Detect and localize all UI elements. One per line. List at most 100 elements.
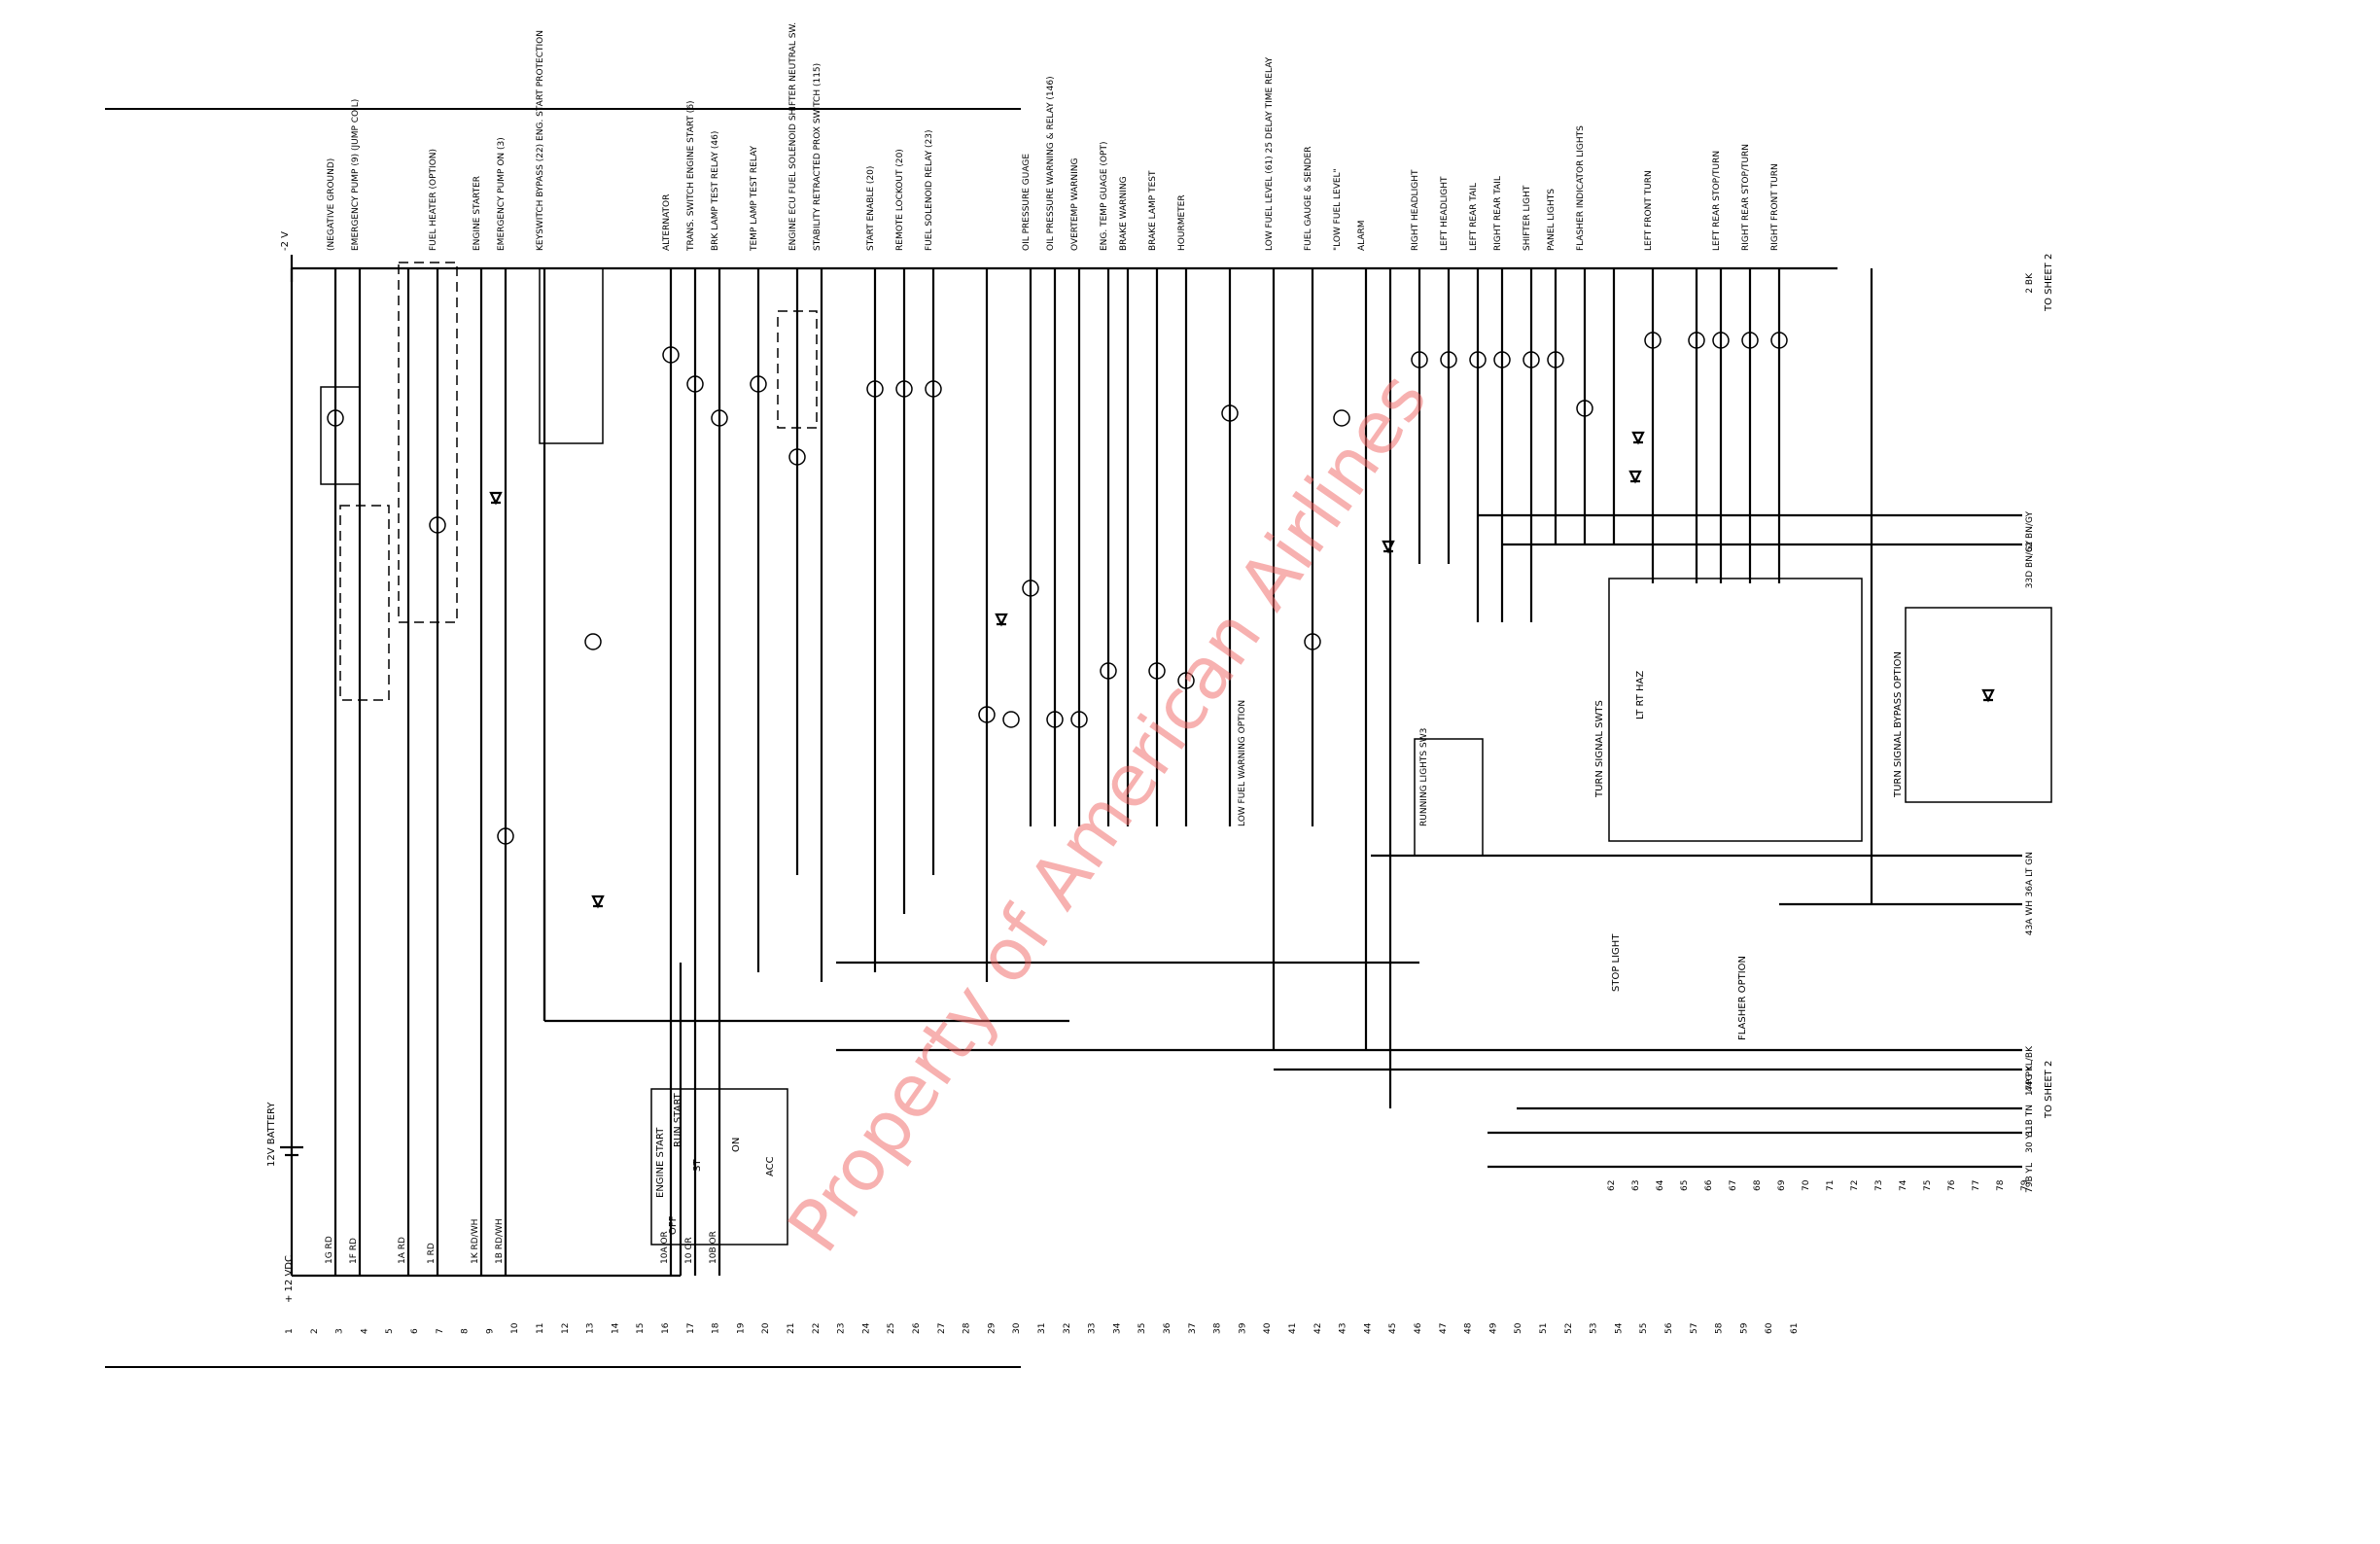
component-label: KEYSWITCH BYPASS (22) ENG. START PROTECT…	[536, 30, 545, 251]
row-number: 37	[1188, 1323, 1198, 1334]
row-number: 52	[1564, 1323, 1574, 1334]
flasher-label: FLASHER OPTION	[1737, 956, 1748, 1040]
component-label: LEFT REAR STOP/TURN	[1712, 151, 1722, 251]
lamp-icon	[1022, 579, 1039, 597]
lamp-icon	[1741, 332, 1759, 349]
lamp-icon	[584, 633, 602, 650]
keyswitch-on: ON	[731, 1138, 742, 1152]
row-number: 33	[1088, 1323, 1098, 1334]
row-number: 17	[686, 1323, 696, 1334]
positive-bus	[290, 268, 681, 1278]
row-number: 66	[1704, 1179, 1714, 1191]
wire-label: 10A OR	[660, 1231, 670, 1264]
row-number: 63	[1631, 1180, 1641, 1191]
component-label: START ENABLE (20)	[866, 166, 876, 251]
lamp-icon	[1547, 351, 1564, 368]
lamp-icon	[1046, 711, 1064, 728]
row-number: 14	[611, 1322, 620, 1334]
low-fuel-warning-label: LOW FUEL WARNING OPTION	[1238, 700, 1247, 826]
row-number: 57	[1690, 1323, 1699, 1334]
row-number: 58	[1715, 1322, 1725, 1334]
keyswitch-run: RUN START	[673, 1092, 683, 1147]
row-number: 35	[1138, 1323, 1147, 1334]
row-number: 10	[510, 1322, 520, 1334]
component-label: BRK LAMP TEST RELAY (46)	[711, 131, 720, 251]
component-label: RIGHT HEADLIGHT	[1411, 169, 1420, 251]
row-number: 5	[385, 1328, 395, 1334]
row-number: 56	[1664, 1322, 1674, 1334]
wire-tag: 79B YL	[2025, 1163, 2035, 1193]
horizontal-circuits	[333, 268, 2022, 1276]
component-label: SHIFTER LIGHT	[1522, 185, 1532, 251]
wire-tag: 31B TN	[2025, 1105, 2035, 1137]
lamp-icon	[1522, 351, 1540, 368]
misc-labels: TURN SIGNAL SWTS LT RT HAZ TURN SIGNAL B…	[1238, 651, 1904, 1040]
row-number: 79	[2020, 1179, 2030, 1191]
row-number: 50	[1514, 1322, 1523, 1334]
component-label: (NEGATIVE GROUND)	[327, 158, 336, 251]
wire-tag: 33D BN/GY	[2025, 541, 2035, 589]
component-label: FLASHER INDICATOR LIGHTS	[1576, 125, 1586, 251]
component-label: ENGINE STARTER	[472, 176, 482, 251]
component-label: RIGHT REAR STOP/TURN	[1741, 144, 1751, 251]
row-number: 47	[1439, 1323, 1449, 1334]
running-lights-label: RUNNING LIGHTS SW3	[1419, 728, 1429, 826]
row-number: 76	[1947, 1179, 1957, 1191]
row-number: 4	[360, 1328, 369, 1334]
row-number: 7	[436, 1328, 445, 1334]
component-label: RIGHT FRONT TURN	[1770, 163, 1780, 251]
row-number: 34	[1112, 1322, 1122, 1334]
wire-label: 1G RD	[325, 1236, 334, 1264]
lamp-icon	[1493, 351, 1511, 368]
lamp-icon	[1712, 332, 1730, 349]
component-label: EMERGENCY PUMP (9) (JUMP COIL)	[351, 99, 361, 251]
component-label: TEMP LAMP TEST RELAY	[750, 145, 759, 252]
row-number: 9	[485, 1328, 495, 1334]
turn-signal-label: TURN SIGNAL SWTS	[1594, 700, 1605, 798]
row-number: 6	[410, 1328, 420, 1334]
component-label: HOURMETER	[1177, 194, 1187, 251]
row-number: 70	[1802, 1179, 1811, 1191]
lamp-icon	[895, 380, 913, 398]
wire-label: 1 RD	[427, 1243, 437, 1264]
wire-tag: 2 BK	[2025, 272, 2035, 294]
row-number: 71	[1826, 1180, 1836, 1191]
row-number: 24	[861, 1322, 871, 1334]
row-number: 48	[1464, 1322, 1474, 1334]
row-number: 67	[1729, 1180, 1738, 1191]
component-label: "LOW FUEL LEVEL"	[1333, 168, 1343, 251]
component-label: BRAKE WARNING	[1119, 176, 1129, 251]
component-label: OVERTEMP WARNING	[1070, 158, 1080, 251]
row-number: 15	[636, 1323, 646, 1334]
lamp-icon	[711, 409, 728, 427]
row-number: 55	[1639, 1323, 1649, 1334]
to-sheet-bottom: TO SHEET 2	[2044, 1061, 2054, 1119]
row-number: 43	[1339, 1323, 1348, 1334]
row-number: 12	[561, 1323, 571, 1334]
row-number: 61	[1790, 1323, 1800, 1334]
lamp-icon	[866, 380, 884, 398]
lamp-icon	[1100, 662, 1117, 680]
wire-label: 1B RD/WH	[495, 1218, 505, 1264]
lamp-icon	[1576, 400, 1593, 417]
keyswitch: ENGINE START RUN START OFF ACC ON ST	[655, 1092, 776, 1235]
wire-label: 1F RD	[349, 1238, 359, 1264]
row-number: 68	[1753, 1179, 1763, 1191]
row-number: 22	[812, 1323, 822, 1334]
diodes	[489, 431, 1995, 909]
row-number: 69	[1777, 1179, 1787, 1191]
row-number: 40	[1263, 1322, 1273, 1334]
row-number: 73	[1874, 1180, 1884, 1191]
row-number: 59	[1739, 1322, 1749, 1334]
component-labels: (NEGATIVE GROUND) EMERGENCY PUMP (9) (JUM…	[327, 22, 1780, 252]
lamp-icon	[1002, 711, 1020, 728]
component-label: LEFT REAR TAIL	[1469, 183, 1479, 251]
lamp-icon	[1770, 332, 1788, 349]
component-label: LEFT HEADLIGHT	[1440, 176, 1450, 251]
row-number: 29	[987, 1322, 997, 1334]
row-number: 39	[1238, 1322, 1247, 1334]
